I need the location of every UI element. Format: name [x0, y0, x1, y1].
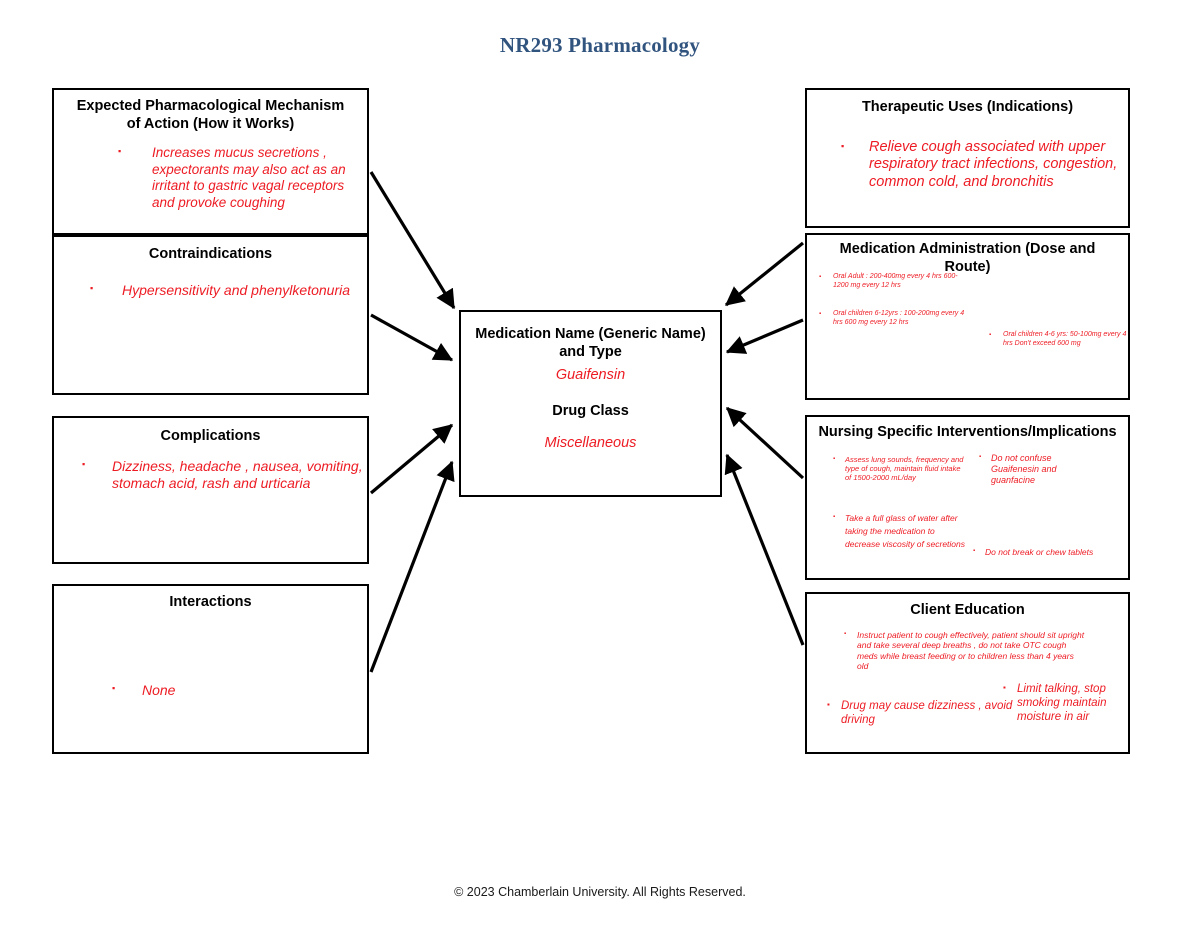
list-item: None [112, 682, 367, 699]
box-title-interactions: Interactions [169, 594, 252, 610]
administration-right-column: Oral children 4-6 yrs: 50-100mg every 4 … [979, 331, 1128, 348]
box-contraindications: Contraindications Hypersensitivity and p… [52, 235, 369, 395]
arrow-administration-to-center [725, 318, 804, 354]
arrow-interactions-to-center [369, 460, 455, 673]
bullet-list-education-main: Instruct patient to cough effectively, p… [837, 630, 1087, 671]
list-item: Increases mucus secretions , expectorant… [118, 145, 367, 211]
list-item: Limit talking, stop smoking maintain moi… [1003, 682, 1125, 724]
box-title-mechanism: Expected Pharmacological Mechanism of Ac… [76, 98, 345, 132]
nursing-column-right-top: Do not confuse Guaifenesin and guanfacin… [973, 453, 1073, 486]
education-main-column: Instruct patient to cough effectively, p… [837, 630, 1087, 671]
list-item: Oral children 4-6 yrs: 50-100mg every 4 … [989, 331, 1128, 348]
arrow-education-to-center [724, 453, 805, 646]
arrow-nursing-to-center [725, 406, 805, 480]
box-title-administration: Medication Administration (Dose and Rout… [839, 241, 1096, 275]
bullet-list-education-third: Limit talking, stop smoking maintain moi… [995, 682, 1125, 724]
box-therapeutic-uses: Therapeutic Uses (Indications) Relieve c… [805, 88, 1130, 228]
box-title-client-education: Client Education [910, 602, 1025, 618]
list-item: Hypersensitivity and phenylketonuria [90, 282, 367, 299]
list-item: Oral children 6-12yrs : 100-200mg every … [819, 310, 966, 327]
box-title-contraindications: Contraindications [148, 246, 273, 262]
box-title-therapeutic-uses: Therapeutic Uses (Indications) [861, 99, 1074, 115]
list-item: Take a full glass of water after taking … [833, 512, 967, 550]
drug-class-label: Drug Class [552, 403, 629, 420]
box-medication-administration: Medication Administration (Dose and Rout… [805, 233, 1130, 400]
box-expected-mechanism: Expected Pharmacological Mechanism of Ac… [52, 88, 369, 235]
list-item: Assess lung sounds, frequency and type o… [833, 455, 967, 482]
nursing-column-right-bottom: Do not break or chew tablets [967, 547, 1128, 557]
list-item: Drug may cause dizziness , avoid driving [827, 699, 1019, 727]
administration-columns: Oral Adult : 200-400mg every 4 hrs 600-1… [807, 271, 1128, 398]
list-item: Instruct patient to cough effectively, p… [844, 630, 1087, 671]
box-medication-center: Medication Name (Generic Name) and Type … [459, 310, 722, 497]
education-second-column: Drug may cause dizziness , avoid driving [819, 699, 1019, 727]
box-title-nursing: Nursing Specific Interventions/Implicati… [818, 424, 1117, 440]
box-interactions: Interactions None [52, 584, 369, 754]
nursing-column-left: Assess lung sounds, frequency and type o… [827, 455, 967, 551]
bullet-list-therapeutic-uses: Relieve cough associated with upper resp… [807, 139, 1128, 192]
medication-name-label: Medication Name (Generic Name) and Type [475, 326, 706, 361]
bullet-list-complications: Dizziness, headache , nausea, vomiting, … [54, 458, 367, 492]
bullet-list-nursing-right-bottom: Do not break or chew tablets [967, 547, 1128, 557]
arrow-therapeutic-to-center [724, 241, 805, 307]
bullet-list-interactions: None [54, 682, 367, 699]
box-nursing-interventions: Nursing Specific Interventions/Implicati… [805, 415, 1130, 580]
bullet-list-education-second: Drug may cause dizziness , avoid driving [819, 699, 1019, 727]
box-client-education: Client Education Instruct patient to cou… [805, 592, 1130, 754]
bullet-list-administration-left: Oral Adult : 200-400mg every 4 hrs 600-1… [811, 273, 966, 327]
list-item: Do not break or chew tablets [973, 547, 1128, 557]
page-title: NR293 Pharmacology [499, 33, 701, 57]
box-title-complications: Complications [160, 428, 261, 444]
arrow-complications-to-center [369, 423, 454, 495]
bullet-list-mechanism: Increases mucus secretions , expectorant… [54, 145, 367, 211]
bullet-list-nursing-left: Assess lung sounds, frequency and type o… [827, 455, 967, 551]
administration-left-column: Oral Adult : 200-400mg every 4 hrs 600-1… [811, 271, 966, 327]
list-item: Oral Adult : 200-400mg every 4 hrs 600-1… [819, 273, 966, 290]
list-item: Do not confuse Guaifenesin and guanfacin… [979, 453, 1073, 486]
list-item: Dizziness, headache , nausea, vomiting, … [82, 458, 367, 492]
bullet-list-administration-right: Oral children 4-6 yrs: 50-100mg every 4 … [979, 331, 1128, 348]
arrow-contraindications-to-center [370, 313, 454, 362]
box-complications: Complications Dizziness, headache , naus… [52, 416, 369, 564]
bullet-list-nursing-right-top: Do not confuse Guaifenesin and guanfacin… [973, 453, 1073, 486]
list-item: Relieve cough associated with upper resp… [841, 139, 1128, 192]
drug-class-value: Miscellaneous [544, 435, 637, 452]
education-third-column: Limit talking, stop smoking maintain moi… [995, 682, 1125, 724]
arrow-mechanism-to-center [369, 171, 456, 310]
footer-copyright: © 2023 Chamberlain University. All Right… [454, 885, 746, 899]
medication-generic-name: Guaifensin [555, 367, 626, 384]
bullet-list-contraindications: Hypersensitivity and phenylketonuria [54, 282, 367, 299]
